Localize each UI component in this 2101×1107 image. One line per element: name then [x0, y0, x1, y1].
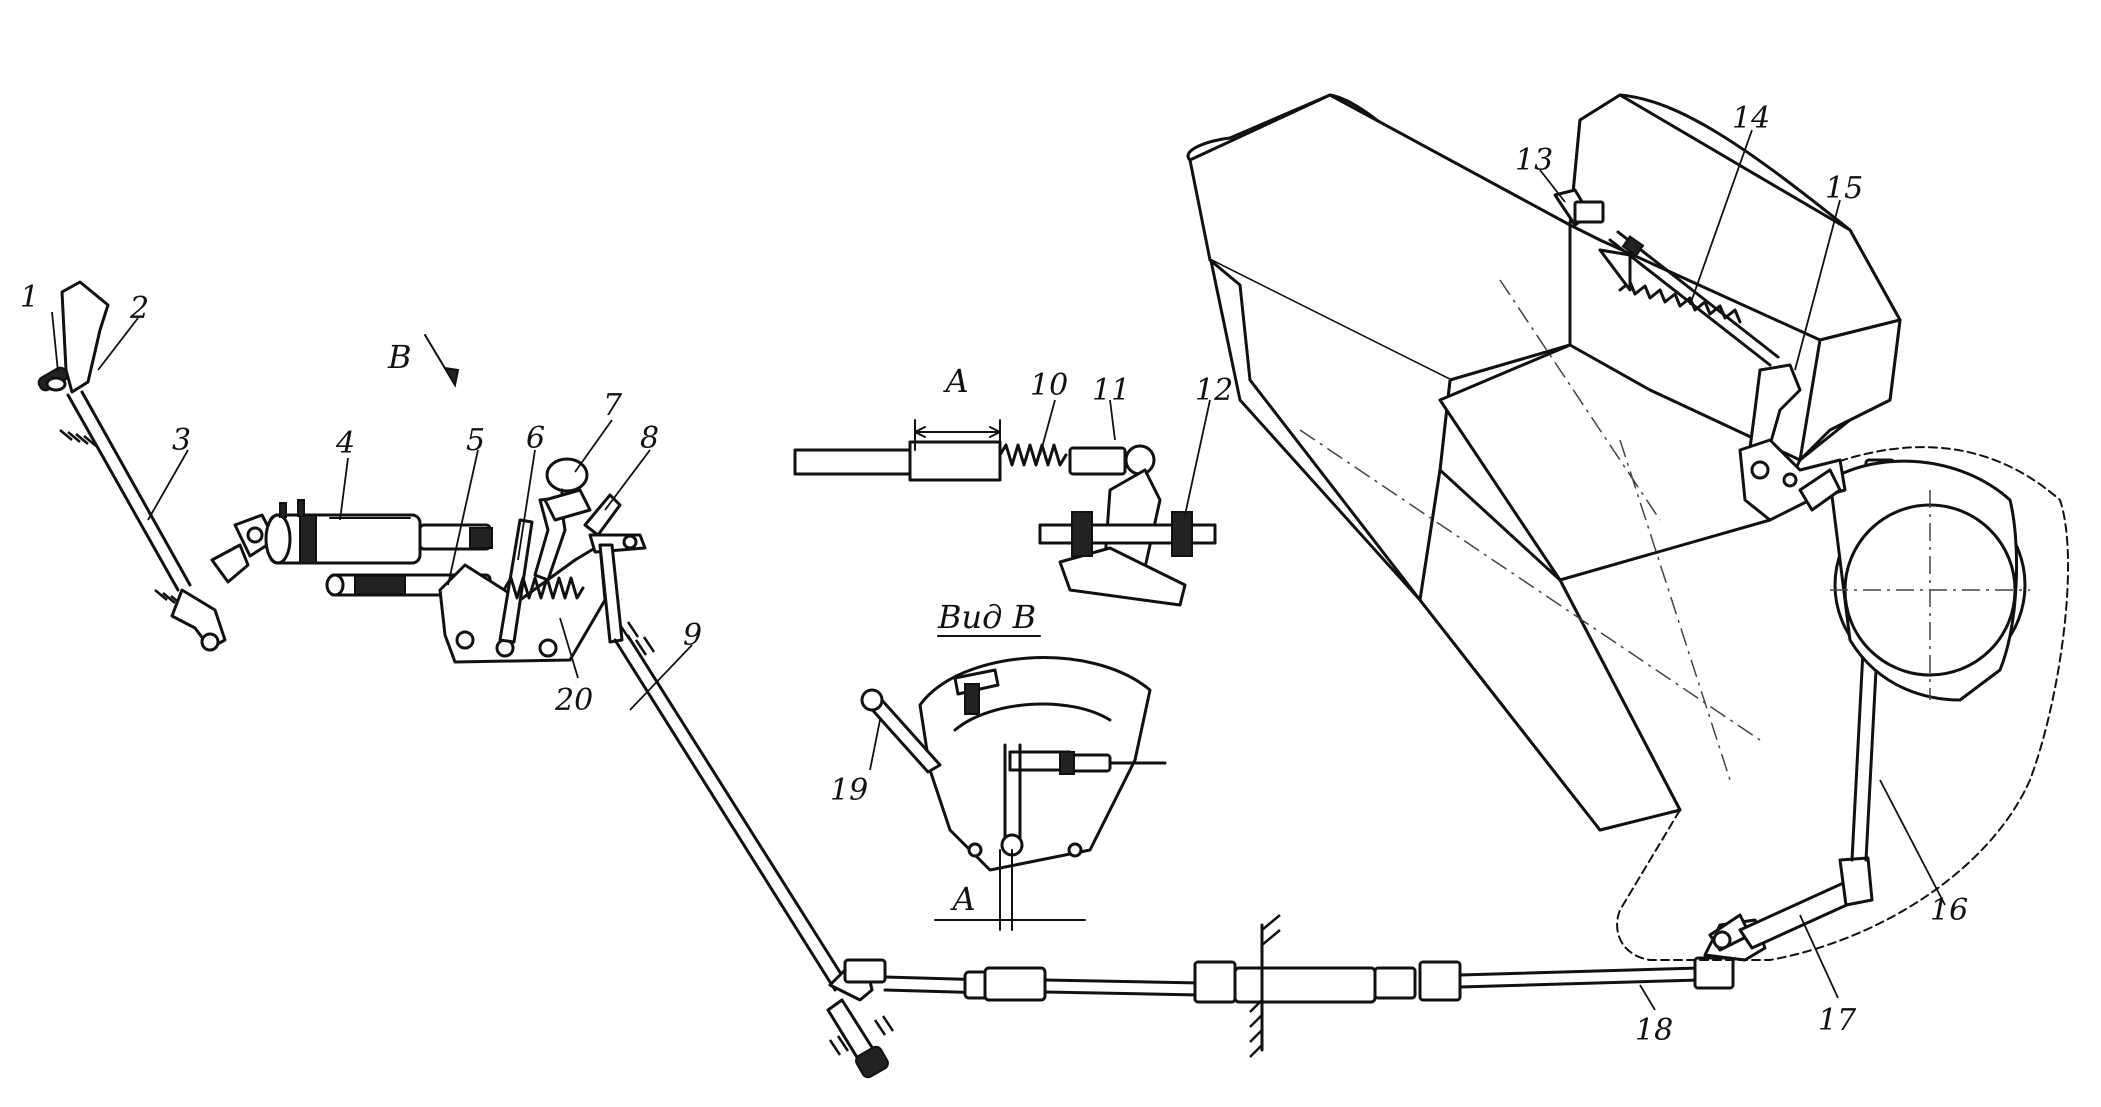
- callout-13: 13: [1515, 143, 1553, 178]
- view-arrow-label: В: [387, 338, 412, 376]
- dimension-label-bottom: А: [950, 880, 976, 918]
- callout-19: 19: [830, 773, 868, 808]
- horizontal-rod-18: [883, 914, 1735, 1058]
- view-b-title: Вид В: [937, 598, 1036, 636]
- callout-4: 4: [335, 426, 355, 461]
- callout-2: 2: [129, 291, 149, 326]
- callout-15: 15: [1825, 171, 1863, 206]
- callout-20: 20: [554, 683, 593, 718]
- callout-8: 8: [640, 421, 659, 456]
- view-b: [860, 656, 1167, 931]
- detail-a-view: [793, 419, 1217, 607]
- callout-11: 11: [1092, 373, 1130, 408]
- callout-3: 3: [172, 423, 191, 458]
- callout-5: 5: [466, 423, 485, 458]
- callout-1: 1: [20, 280, 39, 315]
- cylinder-assembly: [233, 457, 647, 664]
- callout-9: 9: [683, 618, 702, 653]
- view-b-arrow: [424, 334, 460, 388]
- callout-16: 16: [1930, 893, 1968, 928]
- long-rod-9: [613, 621, 895, 1079]
- leader-lines: [51, 129, 1946, 1011]
- pedal-assembly: [37, 280, 250, 652]
- callout-14: 14: [1732, 101, 1770, 136]
- callout-7: 7: [603, 388, 623, 423]
- callout-12: 12: [1195, 373, 1233, 408]
- housing-assembly: [1186, 93, 2070, 961]
- callout-6: 6: [526, 421, 545, 456]
- callout-10: 10: [1030, 368, 1068, 403]
- callout-17: 17: [1818, 1003, 1857, 1038]
- callout-labels: 1 2 3 4 5 6 7 8 9 10 11 12 13 14 15 16 1…: [20, 101, 1968, 1048]
- callout-18: 18: [1635, 1013, 1673, 1048]
- dimension-label-top: А: [943, 362, 969, 400]
